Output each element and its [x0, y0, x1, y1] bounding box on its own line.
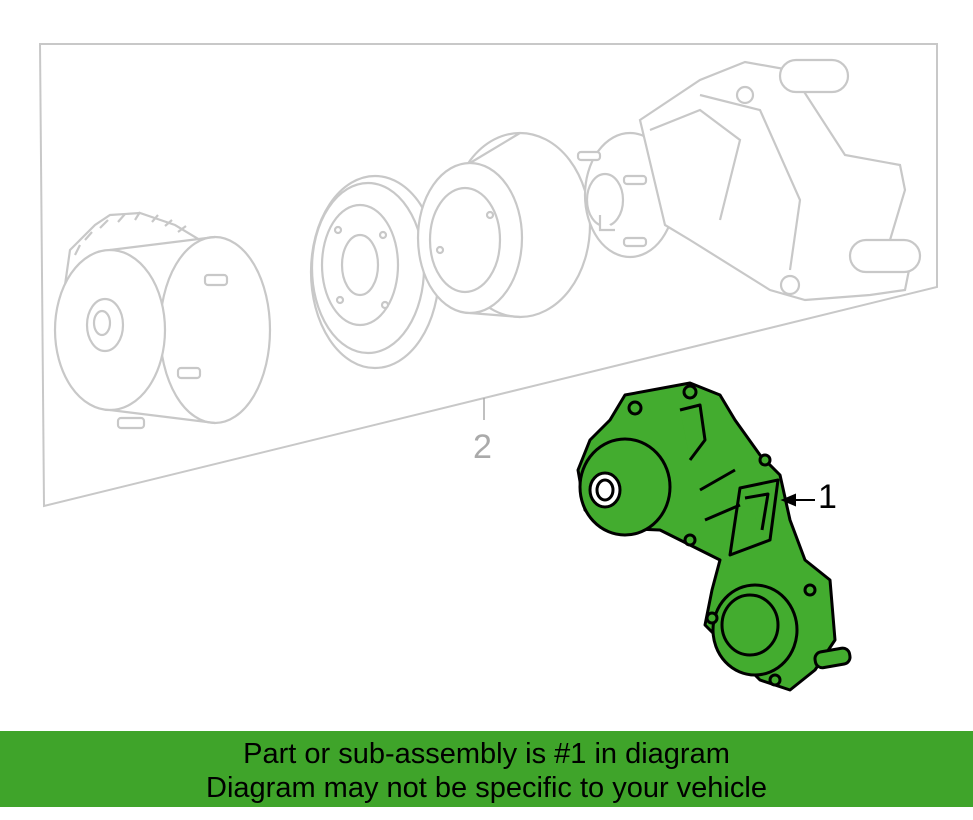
water-pump-highlight	[576, 381, 852, 692]
panel-outline	[38, 43, 938, 508]
pulley-ghost	[309, 174, 441, 370]
info-banner: Part or sub-assembly is #1 in diagram Di…	[0, 731, 973, 807]
housing-ghost	[638, 58, 922, 302]
parts-diagram	[38, 43, 938, 692]
callout-label-1: 1	[818, 478, 837, 516]
fan-clutch-ghost	[53, 211, 272, 430]
hub-ghost	[416, 131, 592, 319]
callout-label-2: 2	[473, 428, 492, 466]
banner-line-2: Diagram may not be specific to your vehi…	[206, 772, 767, 804]
ghost-panel	[38, 43, 938, 508]
callout-arrow-1	[780, 493, 815, 507]
banner-line-1: Part or sub-assembly is #1 in diagram	[243, 738, 730, 770]
